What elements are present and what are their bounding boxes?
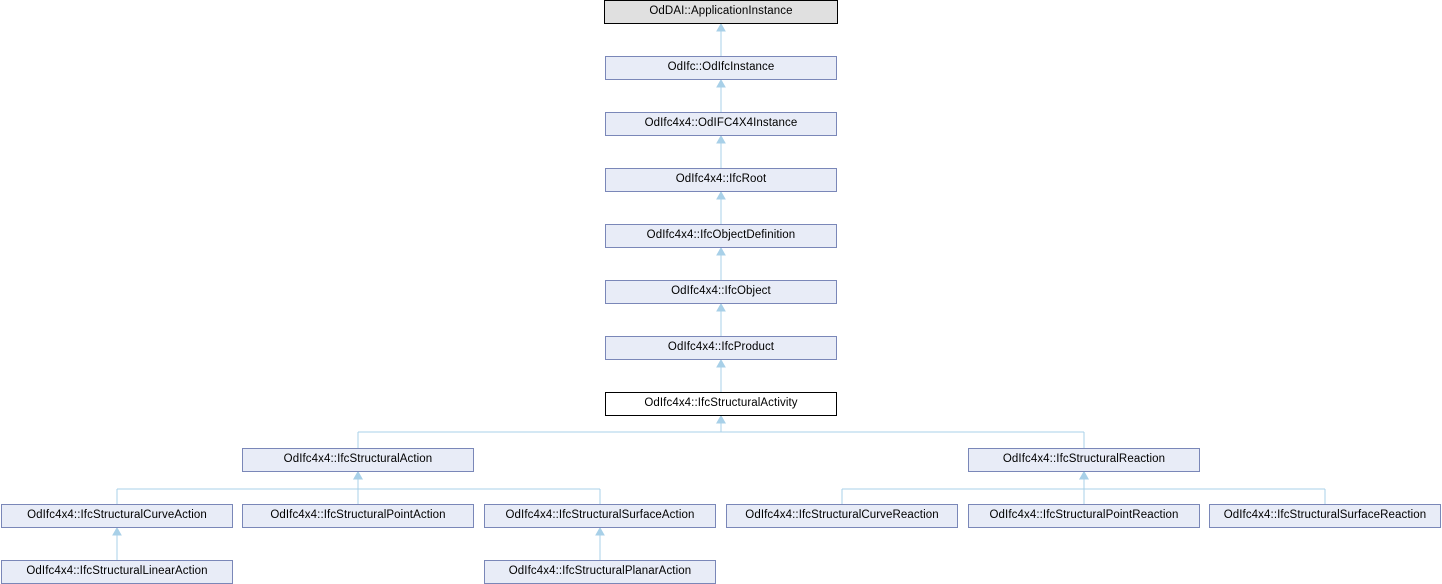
node-label: OdIfc4x4::IfcStructuralPlanarAction <box>508 565 692 578</box>
node-odifc-odifcinstance[interactable]: OdIfc::OdIfcInstance <box>605 56 837 80</box>
node-label: OdIfc4x4::IfcStructuralAction <box>283 453 433 466</box>
node-oddai-applicationinstance[interactable]: OdDAI::ApplicationInstance <box>604 0 838 24</box>
node-odifc4x4-ifcstructuralplanaraction[interactable]: OdIfc4x4::IfcStructuralPlanarAction <box>484 560 716 584</box>
node-label: OdIfc4x4::IfcProduct <box>667 341 775 354</box>
node-odifc4x4-ifcobject[interactable]: OdIfc4x4::IfcObject <box>605 280 837 304</box>
node-odifc4x4-ifcstructuralcurvereaction[interactable]: OdIfc4x4::IfcStructuralCurveReaction <box>726 504 958 528</box>
node-label: OdIfc4x4::OdIFC4X4Instance <box>644 117 798 130</box>
node-label: OdIfc4x4::IfcStructuralPointReaction <box>989 509 1179 522</box>
node-odifc4x4-ifcstructuralaction[interactable]: OdIfc4x4::IfcStructuralAction <box>242 448 474 472</box>
node-odifc4x4-ifcstructuralpointaction[interactable]: OdIfc4x4::IfcStructuralPointAction <box>242 504 474 528</box>
node-odifc4x4-ifcstructuralsurfacereaction[interactable]: OdIfc4x4::IfcStructuralSurfaceReaction <box>1209 504 1441 528</box>
node-label: OdIfc4x4::IfcStructuralSurfaceAction <box>505 509 695 522</box>
node-label: OdIfc4x4::IfcStructuralActivity <box>644 397 798 410</box>
node-label: OdIfc4x4::IfcStructuralLinearAction <box>26 565 208 578</box>
node-odifc4x4-ifcstructuralactivity[interactable]: OdIfc4x4::IfcStructuralActivity <box>605 392 837 416</box>
node-odifc4x4-ifcroot[interactable]: OdIfc4x4::IfcRoot <box>605 168 837 192</box>
node-label: OdIfc4x4::IfcStructuralReaction <box>1002 453 1166 466</box>
node-label: OdIfc4x4::IfcObjectDefinition <box>646 229 796 242</box>
node-label: OdIfc4x4::IfcStructuralPointAction <box>270 509 446 522</box>
node-odifc4x4-ifcobjectdefinition[interactable]: OdIfc4x4::IfcObjectDefinition <box>605 224 837 248</box>
node-label: OdIfc4x4::IfcStructuralSurfaceReaction <box>1223 509 1427 522</box>
node-odifc4x4-ifcstructurallinearaction[interactable]: OdIfc4x4::IfcStructuralLinearAction <box>1 560 233 584</box>
node-odifc4x4-ifcstructuralreaction[interactable]: OdIfc4x4::IfcStructuralReaction <box>968 448 1200 472</box>
node-odifc4x4-ifcstructuralcurveaction[interactable]: OdIfc4x4::IfcStructuralCurveAction <box>1 504 233 528</box>
node-label: OdIfc::OdIfcInstance <box>667 61 775 74</box>
node-odifc4x4-ifcstructuralsurfaceaction[interactable]: OdIfc4x4::IfcStructuralSurfaceAction <box>484 504 716 528</box>
node-odifc4x4-ifcstructuralpointreaction[interactable]: OdIfc4x4::IfcStructuralPointReaction <box>968 504 1200 528</box>
node-odifc4x4-ifcproduct[interactable]: OdIfc4x4::IfcProduct <box>605 336 837 360</box>
node-label: OdIfc4x4::IfcStructuralCurveAction <box>27 509 207 522</box>
node-label: OdIfc4x4::IfcObject <box>671 285 771 298</box>
node-label: OdIfc4x4::IfcRoot <box>675 173 767 186</box>
node-label: OdDAI::ApplicationInstance <box>649 5 793 18</box>
node-label: OdIfc4x4::IfcStructuralCurveReaction <box>745 509 939 522</box>
node-odifc4x4-odifc4x4instance[interactable]: OdIfc4x4::OdIFC4X4Instance <box>605 112 837 136</box>
